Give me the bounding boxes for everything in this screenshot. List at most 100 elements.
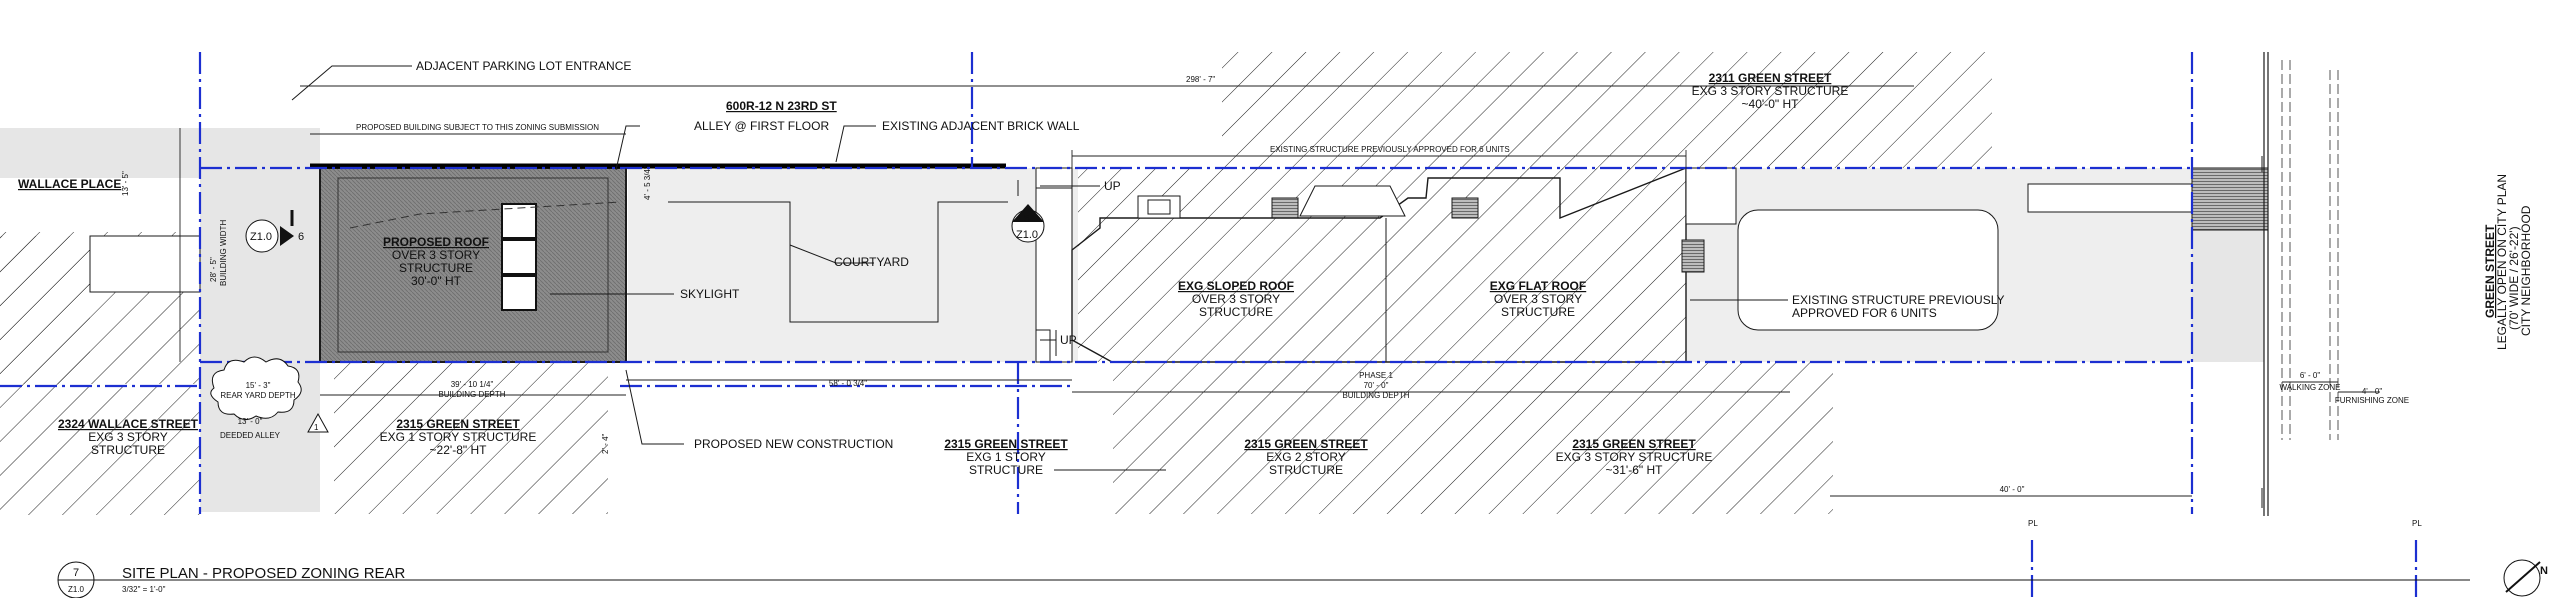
label-proposed-roof-1: PROPOSED ROOF [383,235,489,249]
label-2315d-3: ~31'-6" HT [1606,463,1664,477]
label-flat-2: OVER 3 STORY [1494,292,1582,306]
label-walking-2: WALKING ZONE [2279,383,2340,392]
label-skylight: SKYLIGHT [680,287,740,301]
label-building-depth-1: 39' - 10 1/4" [451,380,494,389]
label-approved-1: EXISTING STRUCTURE PREVIOUSLY [1792,293,2004,307]
label-phase1-3: BUILDING DEPTH [1342,391,1409,400]
dim-298: 298' - 7" [1186,75,1215,84]
hatch-2315c [1113,362,1833,514]
label-proposed-new: PROPOSED NEW CONSTRUCTION [694,437,893,451]
title-number: 7 [73,567,79,579]
label-2315c-2: EXG 2 STORY [1266,450,1346,464]
label-2315a-1: 2315 GREEN STREET [396,417,520,431]
street-side [2191,52,2339,516]
label-2311-1: 2311 GREEN STREET [1709,71,1832,85]
label-green-side-3: (70' WIDE / 26'-22') [2507,226,2521,330]
label-sloped-3: STRUCTURE [1199,305,1273,319]
revision-triangle [307,412,329,433]
label-2324-2: EXG 3 STORY [88,430,168,444]
label-revision: 1 [314,423,319,432]
sheet-6: 6 [298,231,304,243]
hatch-left-mid [0,236,90,386]
proposed-building [310,163,1006,363]
proposed-roof [319,167,627,363]
rear-yard-cloud [210,356,302,420]
label-up2: UP [1060,333,1077,347]
section-callout-5 [1011,204,1045,243]
sheet-z1b: Z1.0 [1016,229,1038,241]
label-2315d-1: 2315 GREEN STREET [1572,437,1696,451]
label-building-width: BUILDING WIDTH [219,220,228,286]
label-2311-3: ~40'-0" HT [1742,97,1800,111]
dim-58: 58' - 0 3/4" [829,379,867,388]
dim-13: 13' - 5" [121,171,130,196]
label-green-side-4: CITY NEIGHBORHOOD [2519,205,2533,336]
label-2315a-3: ~22'-8" HT [430,443,488,457]
label-courtyard: COURTYARD [834,255,909,269]
label-approved-top: EXISTING STRUCTURE PREVIOUSLY APPROVED F… [1270,145,1510,154]
label-2324-1: 2324 WALLACE STREET [58,417,199,431]
dim-4: 4' - 5 3/4" [643,166,652,200]
label-2315c-1: 2315 GREEN STREET [1244,437,1368,451]
title-bubble [57,561,2470,598]
label-2315a-2: EXG 1 STORY STRUCTURE [380,430,537,444]
label-furnishing-2: FURNISHING ZONE [2335,396,2409,405]
label-green-side-2: LEGALLY OPEN ON CITY PLAN [2495,174,2509,350]
paved-areas [0,128,2264,512]
label-pl: PL [2028,519,2038,528]
label-approved-2: APPROVED FOR 6 UNITS [1792,306,1937,320]
label-up: UP [1104,179,1121,193]
label-deeded-2: DEEDED ALLEY [220,431,281,440]
label-2324-3: STRUCTURE [91,443,165,457]
label-2311-2: EXG 3 STORY STRUCTURE [1692,84,1849,98]
label-furnishing-1: 4' - 0" [2362,387,2383,396]
hatch-2311-green [1222,52,1992,170]
label-wallace-place: WALLACE PLACE [18,177,121,191]
hatch-2315a [334,362,608,514]
label-deeded-1: 13' - 0" [238,417,263,426]
label-alley: ALLEY @ FIRST FLOOR [694,119,829,133]
label-phase1-1: PHASE 1 [1359,371,1393,380]
text-layer: ADJACENT PARKING LOT ENTRANCE 600R-12 N … [18,59,2548,594]
label-green-side-1: GREEN STREET [2483,224,2497,318]
label-2315c-3: STRUCTURE [1269,463,1343,477]
skylight-1 [501,203,537,239]
hatch-wallace-bottom [0,385,200,515]
dim-width: 28' - 5" [209,257,218,282]
sheet-z1: Z1.0 [250,231,272,243]
label-proposed-roof-4: 30'-0" HT [411,274,462,288]
dim-2: 2' - 4" [601,433,610,454]
label-flat-1: EXG FLAT ROOF [1490,279,1586,293]
title-sheet: Z1.0 [68,585,85,594]
label-rear-yard-1: 15' - 3" [246,381,271,390]
label-phase1-2: 70' - 0" [1364,381,1389,390]
label-sloped-2: OVER 3 STORY [1192,292,1280,306]
label-proposed-roof-3: STRUCTURE [399,261,473,275]
skylight-3 [501,275,537,311]
label-rear-yard-2: REAR YARD DEPTH [220,391,295,400]
leaders [291,65,1788,471]
label-flat-3: STRUCTURE [1501,305,1575,319]
existing-roofs [1071,166,1737,363]
dimension-lines [179,85,2380,497]
north-arrow [2503,559,2541,597]
label-walking-1: 6' - 0" [2300,371,2321,380]
section-callout-6 [245,210,294,253]
courtyard [668,167,1073,363]
label-building-depth-2: BUILDING DEPTH [438,390,505,399]
title-text: SITE PLAN - PROPOSED ZONING REAR [122,565,406,582]
sheet-5: 5 [1024,213,1030,225]
label-north: N [2540,565,2548,577]
label-adjacent-parking: ADJACENT PARKING LOT ENTRANCE [416,59,631,73]
hatch-flat-roof [1386,168,1686,362]
label-2315b-2: EXG 1 STORY [966,450,1046,464]
label-brick-wall: EXISTING ADJACENT BRICK WALL [882,119,1080,133]
skylight-2 [501,239,537,275]
label-2315d-2: EXG 3 STORY STRUCTURE [1556,450,1713,464]
dim-40: 40' - 0" [2000,485,2025,494]
label-proposed-roof-2: OVER 3 STORY [392,248,480,262]
label-pl2: PL [2412,519,2422,528]
label-2315b-1: 2315 GREEN STREET [944,437,1068,451]
label-address-title: 600R-12 N 23RD ST [726,99,837,113]
